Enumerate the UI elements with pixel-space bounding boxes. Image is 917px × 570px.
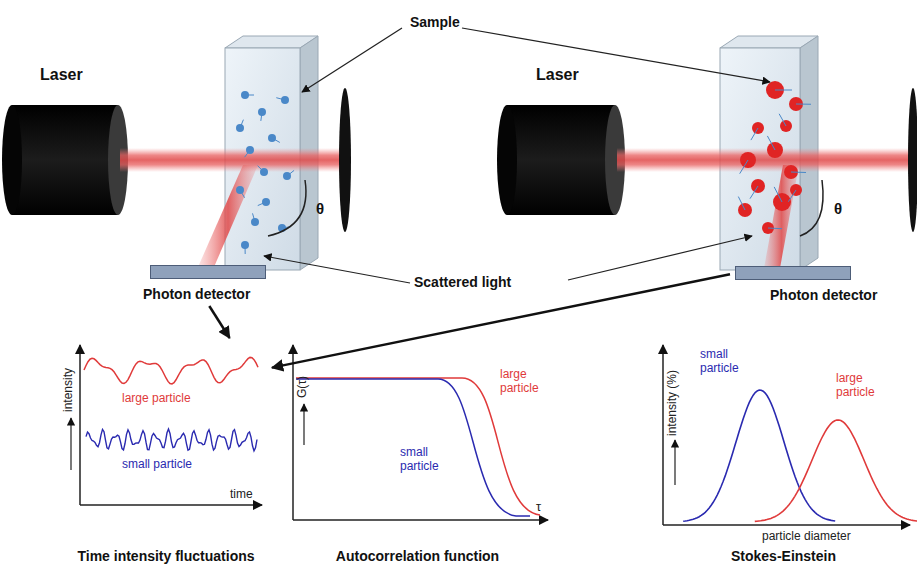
detector-bar bbox=[150, 265, 266, 279]
axis-label: G(τ) bbox=[296, 376, 310, 398]
beam-stop bbox=[908, 88, 917, 232]
detector-bar bbox=[735, 266, 851, 280]
detector-label: Photon detector bbox=[770, 287, 877, 303]
chart-caption: Stokes-Einstein bbox=[731, 548, 836, 564]
chart-caption: Autocorrelation function bbox=[336, 548, 499, 564]
distribution-large bbox=[755, 420, 917, 521]
leader-line bbox=[568, 236, 752, 280]
series-label: small particle bbox=[122, 458, 192, 472]
curve-small bbox=[296, 379, 530, 516]
angle-arc bbox=[800, 180, 823, 236]
distribution-small bbox=[683, 390, 835, 521]
axis-label: intensity bbox=[62, 368, 76, 412]
photon-detector: Photon detector bbox=[730, 266, 878, 307]
axis-label: time bbox=[230, 488, 253, 502]
signal-large bbox=[84, 357, 258, 384]
chart-axes bbox=[71, 345, 262, 505]
axis-label: τ bbox=[536, 500, 541, 515]
leader-line bbox=[462, 28, 770, 82]
detector-label: Photon detector bbox=[143, 286, 250, 302]
series-label: large particle bbox=[500, 368, 546, 396]
particles bbox=[738, 81, 811, 234]
leader-line bbox=[264, 256, 410, 283]
scattered-light-label: Scattered light bbox=[414, 274, 511, 290]
series-label: small particle bbox=[400, 446, 446, 474]
angle-label: θ bbox=[834, 200, 842, 217]
scattered-beam bbox=[198, 165, 258, 267]
angle-arc bbox=[268, 180, 306, 236]
scattered-beam bbox=[764, 165, 799, 268]
series-label: small particle bbox=[700, 348, 746, 376]
sample-label: Sample bbox=[410, 14, 460, 30]
signal-arrow bbox=[209, 306, 229, 338]
chart-axes bbox=[293, 345, 548, 520]
series-label: large particle bbox=[836, 372, 882, 400]
beam-stop bbox=[339, 88, 351, 232]
axis-label: particle diameter bbox=[762, 530, 851, 544]
signal-small bbox=[86, 429, 257, 451]
laser-beam bbox=[120, 148, 342, 172]
laser-label: Laser bbox=[40, 66, 83, 84]
laser-beam bbox=[617, 148, 917, 172]
laser bbox=[2, 105, 128, 215]
laser bbox=[497, 105, 625, 215]
leader-line bbox=[302, 28, 402, 92]
angle-label: θ bbox=[316, 200, 324, 217]
chart-panel: Time intensity fluctuations bbox=[60, 338, 272, 566]
series-label: large particle bbox=[122, 392, 191, 406]
photon-detector: Photon detector bbox=[140, 265, 266, 306]
chart-caption: Time intensity fluctuations bbox=[77, 548, 254, 564]
curve-large bbox=[296, 378, 540, 515]
chart-axes bbox=[663, 345, 910, 525]
signal-arrow bbox=[272, 274, 730, 367]
laser-label: Laser bbox=[536, 66, 579, 84]
axis-label: intensity (%) bbox=[666, 370, 680, 436]
